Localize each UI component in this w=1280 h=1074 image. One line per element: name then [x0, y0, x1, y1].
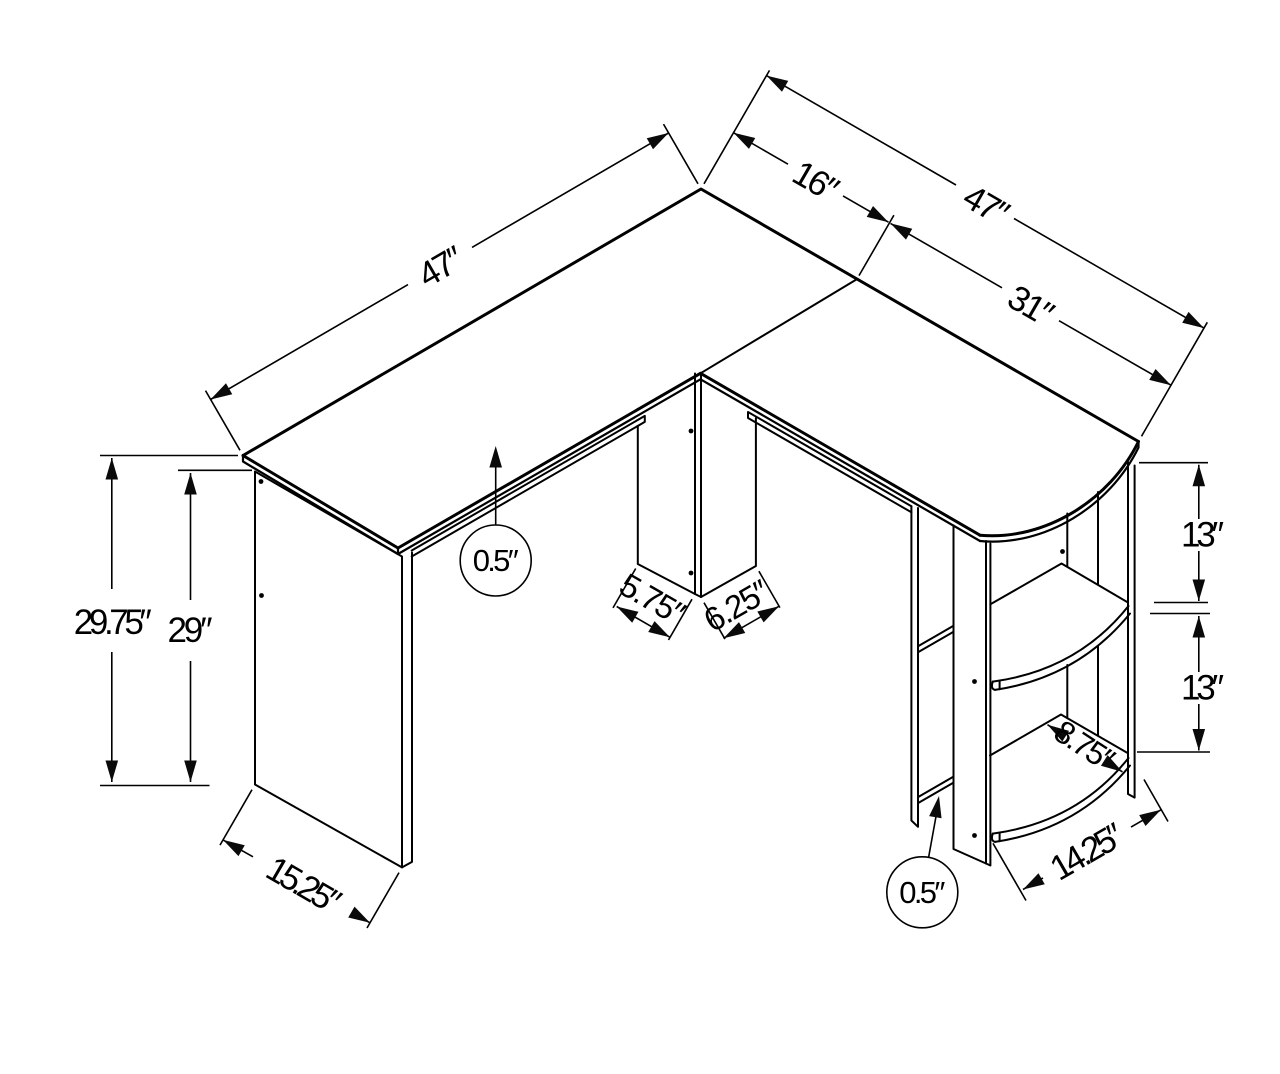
svg-text:0.5″: 0.5″	[899, 875, 945, 910]
svg-text:29″: 29″	[168, 611, 213, 650]
svg-text:29.75″: 29.75″	[74, 603, 152, 642]
svg-text:0.5″: 0.5″	[473, 543, 519, 578]
svg-text:13″: 13″	[1181, 516, 1224, 555]
svg-text:13″: 13″	[1181, 669, 1224, 708]
